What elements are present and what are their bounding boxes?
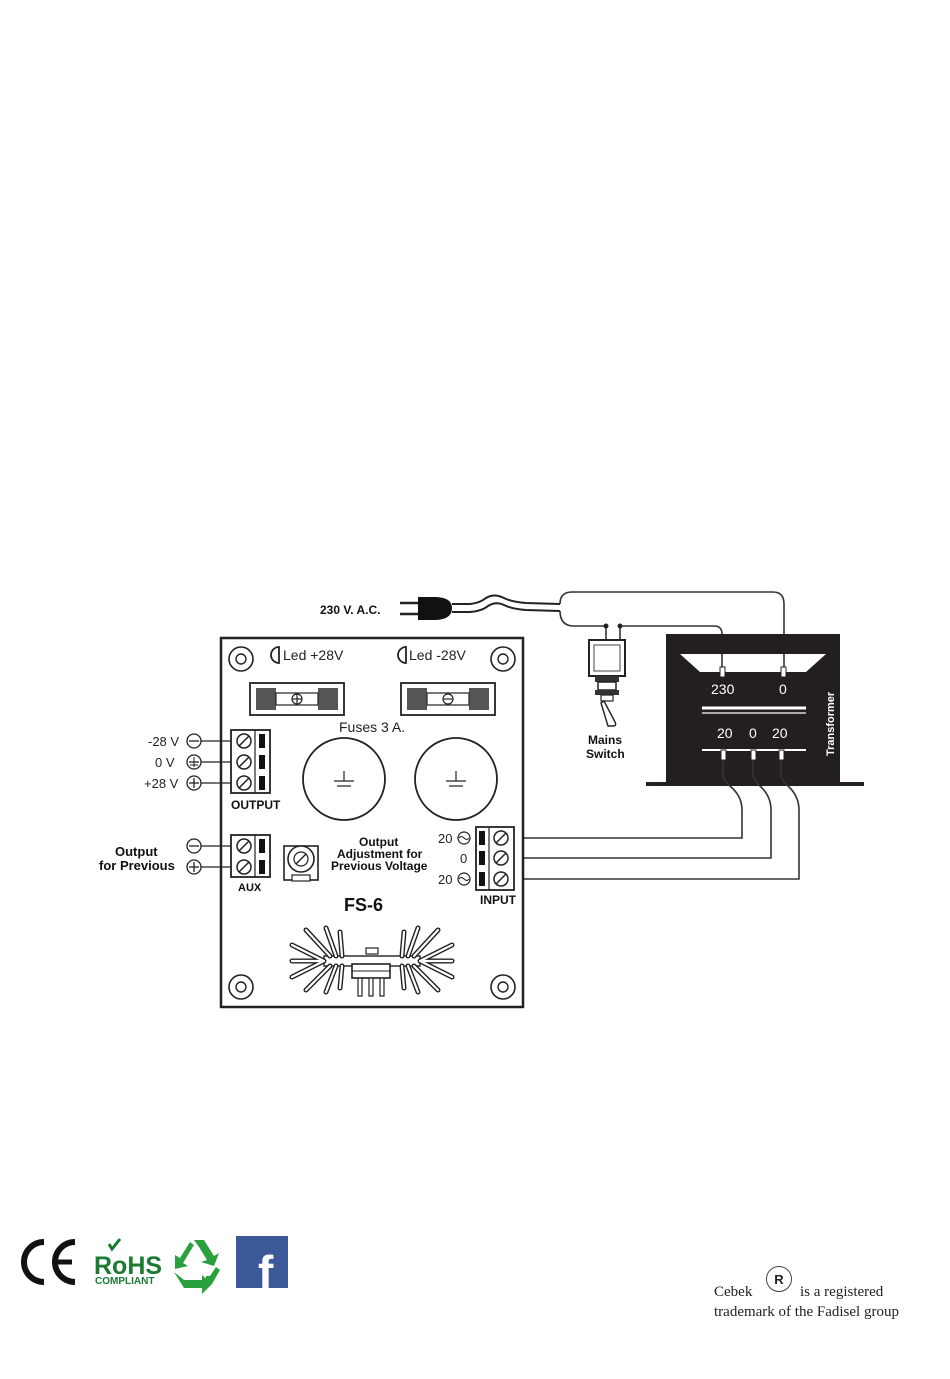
switch-label-line2: Switch	[586, 747, 625, 761]
rohs-check-icon	[109, 1239, 120, 1249]
aux-output-label-line2: for Previous	[99, 858, 175, 873]
switch-label-line1: Mains	[588, 733, 622, 747]
led-positive-label: Led +28V	[283, 647, 344, 663]
input-pin-20b: 20	[438, 872, 452, 887]
aux-block-label: AUX	[238, 882, 262, 894]
fuses-label: Fuses 3 A.	[339, 719, 405, 735]
mains-plug-icon	[400, 596, 560, 621]
rohs-compliant-text: COMPLIANT	[95, 1276, 154, 1287]
potentiometer-icon	[284, 846, 318, 881]
trademark-notice: Cebek R is a registered trademark of the…	[714, 1262, 944, 1332]
mains-voltage-label: 230 V. A.C.	[320, 603, 380, 617]
input-terminal-block	[476, 827, 514, 890]
input-block-label: INPUT	[480, 893, 517, 907]
recycle-icon	[174, 1240, 220, 1294]
registered-mark-icon: R	[766, 1266, 792, 1292]
transformer-label: Transformer	[825, 691, 837, 756]
led-negative-label: Led -28V	[409, 647, 466, 663]
secondary-tap-20a: 20	[717, 725, 733, 741]
input-pin-0: 0	[460, 851, 467, 866]
input-pin-20a: 20	[438, 831, 452, 846]
svg-text:f: f	[258, 1246, 274, 1294]
aux-terminal-block	[231, 835, 270, 877]
secondary-tap-0: 0	[749, 725, 757, 741]
output-block-label: OUTPUT	[231, 798, 281, 812]
trademark-text-line1: is a registered	[800, 1284, 883, 1301]
output-terminal-block	[231, 730, 270, 793]
primary-tap-0: 0	[779, 681, 787, 697]
mains-switch-icon	[589, 640, 625, 726]
adjust-label-line3: Previous Voltage	[331, 859, 428, 873]
brand-name: Cebek	[714, 1284, 752, 1301]
aux-output-label-line1: Output	[115, 844, 158, 859]
output-terminal-pos28: +28 V	[144, 776, 179, 791]
ce-mark-icon	[24, 1242, 75, 1282]
facebook-icon: f	[236, 1236, 288, 1294]
primary-tap-230: 230	[711, 681, 735, 697]
secondary-tap-20b: 20	[772, 725, 788, 741]
output-terminal-neg28: -28 V	[148, 734, 179, 749]
trademark-text-line2: trademark of the Fadisel group	[714, 1304, 899, 1321]
board-model-label: FS-6	[344, 895, 383, 915]
output-terminal-0v: 0 V	[155, 755, 175, 770]
compliance-logos: RoHS COMPLIANT f	[12, 1232, 302, 1294]
